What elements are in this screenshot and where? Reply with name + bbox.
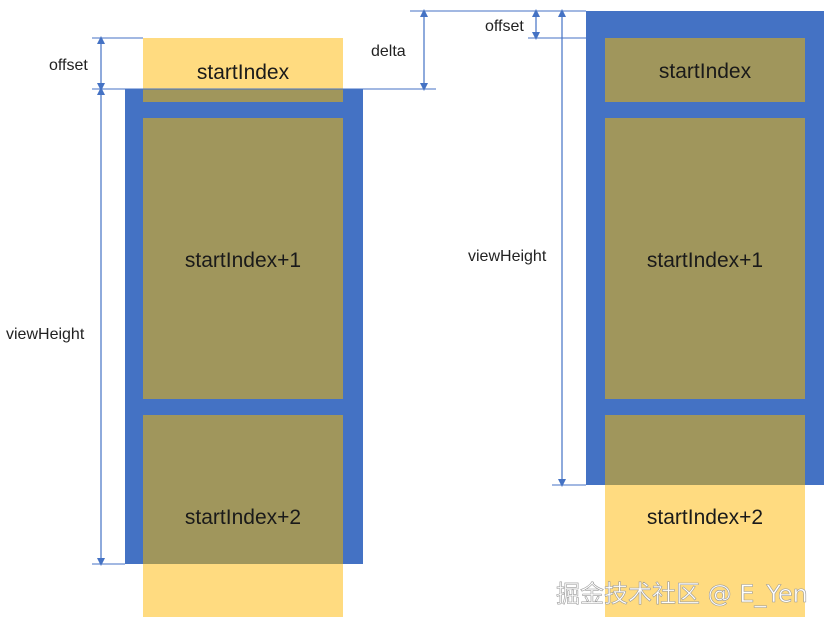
right-view-height-label: viewHeight xyxy=(468,248,547,265)
right-item-3-inside xyxy=(605,415,805,485)
right-item-3-outside xyxy=(605,485,805,617)
left-item-3-label: startIndex+2 xyxy=(185,506,301,529)
right-item-3-label: startIndex+2 xyxy=(647,506,763,529)
right-item-2 xyxy=(605,118,805,399)
left-item-1-outside xyxy=(143,38,343,89)
left-item-3-outside xyxy=(143,564,343,617)
left-item-1-inside xyxy=(143,89,343,102)
right-panel: startIndex startIndex+1 startIndex+2 off… xyxy=(468,9,824,617)
left-item-2-label: startIndex+1 xyxy=(185,249,301,272)
right-item-1-label: startIndex xyxy=(659,60,752,83)
left-item-1-label: startIndex xyxy=(197,61,290,84)
left-delta-label: delta xyxy=(371,43,406,60)
left-item-2 xyxy=(143,118,343,399)
right-offset-label: offset xyxy=(485,18,524,35)
left-panel: startIndex startIndex+1 startIndex+2 off… xyxy=(6,9,586,617)
watermark: 掘金技术社区 @ E_Yen xyxy=(556,580,808,608)
left-item-3-inside xyxy=(143,415,343,564)
left-view-height-label: viewHeight xyxy=(6,326,85,343)
left-offset-label: offset xyxy=(49,57,88,74)
right-item-2-label: startIndex+1 xyxy=(647,249,763,272)
right-item-1 xyxy=(605,38,805,102)
